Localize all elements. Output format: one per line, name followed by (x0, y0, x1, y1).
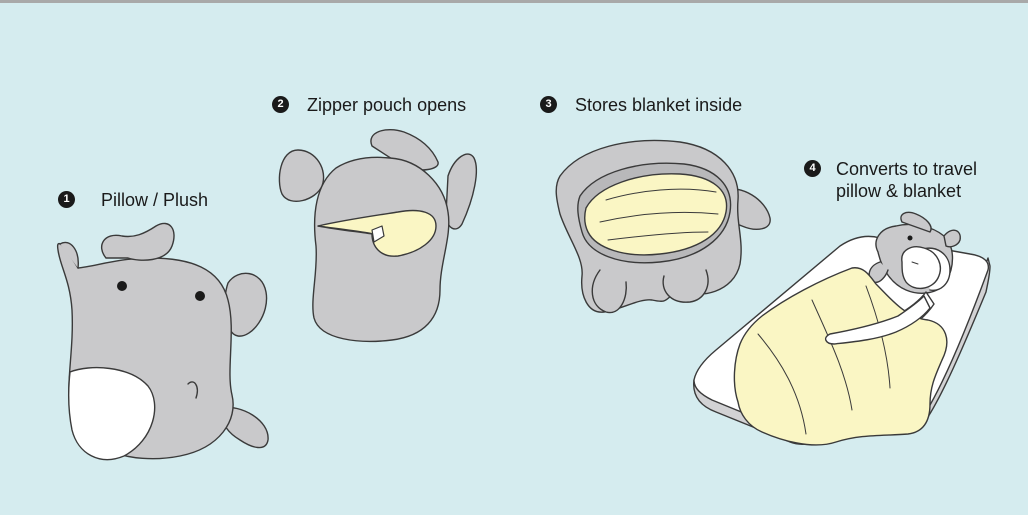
plush-eye-left (117, 281, 127, 291)
elephant-plush-illustration (56, 222, 269, 461)
zipper-pouch-illustration (278, 128, 477, 343)
step-2-text: Zipper pouch opens (307, 95, 467, 115)
zipper-pull-icon (371, 225, 385, 243)
pouch-top-ear (370, 128, 439, 171)
step-4-label: 4 Converts to travel pillow & blanket (804, 158, 977, 202)
step-3-number-badge: 3 (540, 96, 557, 113)
step-1-number-badge: 1 (58, 191, 75, 208)
step-3-label: 3 Stores blanket inside (540, 94, 742, 116)
step-2-number-badge: 2 (272, 96, 289, 113)
plush-eye-right (195, 291, 205, 301)
stored-front-paw-right (662, 269, 709, 303)
travel-pillow-top-ear (943, 229, 961, 248)
blanket-fold-b (811, 299, 853, 411)
blanket-fold-line-3 (607, 231, 709, 241)
step-1-text: Pillow / Plush (101, 190, 209, 210)
travel-pillow-blanket-illustration (693, 211, 991, 446)
stored-front-paw-left (591, 269, 627, 314)
plush-trunk (59, 241, 79, 269)
plush-arm (187, 381, 198, 399)
plush-back-leg (221, 406, 269, 449)
blanket-fold-a (757, 333, 807, 435)
plush-top-ear (101, 222, 175, 261)
blanket-fold-line-1 (605, 188, 717, 201)
pouch-left-ear (278, 149, 325, 203)
stored-folded-blanket (583, 173, 728, 256)
pouch-right-ear (445, 153, 477, 230)
top-divider (0, 0, 1028, 3)
pouch-zipper-track (317, 225, 375, 235)
stored-blanket-illustration (555, 139, 771, 314)
step-1-label: 1 Pillow / Plush (58, 189, 208, 211)
step-3-text: Stores blanket inside (575, 95, 743, 115)
plush-belly-patch (67, 367, 156, 461)
step-4-number-badge: 4 (804, 160, 821, 177)
travel-pillow-eye (907, 235, 913, 241)
travel-pillow-ear (900, 211, 932, 233)
sleeper-arm-over (824, 295, 931, 345)
blanket-fold-line-2 (599, 211, 719, 223)
step-4-text: Converts to travel pillow & blanket (836, 159, 978, 201)
sleeper-closed-eye (911, 261, 919, 265)
sleeper-face (901, 246, 942, 289)
travel-blanket (733, 267, 948, 446)
step-2-label: 2 Zipper pouch opens (272, 94, 466, 116)
